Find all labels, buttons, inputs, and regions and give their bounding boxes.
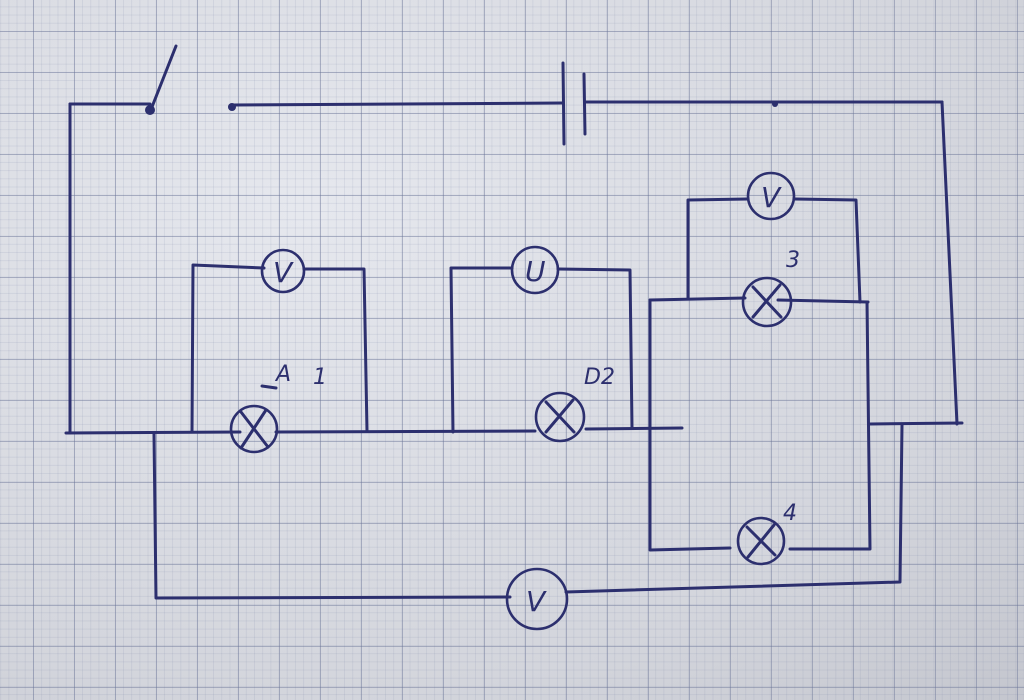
bottom-voltmeter-loop: V <box>152 423 904 631</box>
voltmeter-1-symbol: V <box>273 256 294 289</box>
main-rail <box>64 426 684 435</box>
voltmeter-1: V <box>260 248 306 294</box>
right-parallel-block: V 3 4 <box>648 171 872 566</box>
lamp-3-label: 3 <box>786 248 800 273</box>
lamp-4-label: 4 <box>783 501 797 526</box>
right-outer-wire <box>940 100 959 426</box>
lamp-1: A 1 <box>229 362 327 454</box>
battery-short-plate <box>582 72 587 136</box>
lamp-4: 4 <box>736 501 797 566</box>
voltmeter-2-symbol: U <box>525 255 546 288</box>
switch-blade <box>148 44 178 114</box>
voltmeter-4: V <box>505 567 569 631</box>
voltmeter-3: V <box>746 171 796 221</box>
battery-long-plate <box>561 61 566 146</box>
lamp-1-label-a: A <box>274 362 291 387</box>
lamp-1-section: V A 1 <box>190 248 369 454</box>
voltmeter-3-symbol: V <box>761 181 782 214</box>
lamp-2-section: U D2 <box>449 245 634 443</box>
lamp-3: 3 <box>741 248 800 328</box>
lamp-1-label-number: 1 <box>313 365 327 390</box>
switch-pivot <box>145 105 155 115</box>
voltmeter-2: U <box>510 245 560 295</box>
lamp-2-label: D2 <box>584 365 615 390</box>
voltmeter-4-symbol: V <box>526 585 547 618</box>
top-rail <box>68 44 944 146</box>
lamp-2: D2 <box>534 365 615 443</box>
